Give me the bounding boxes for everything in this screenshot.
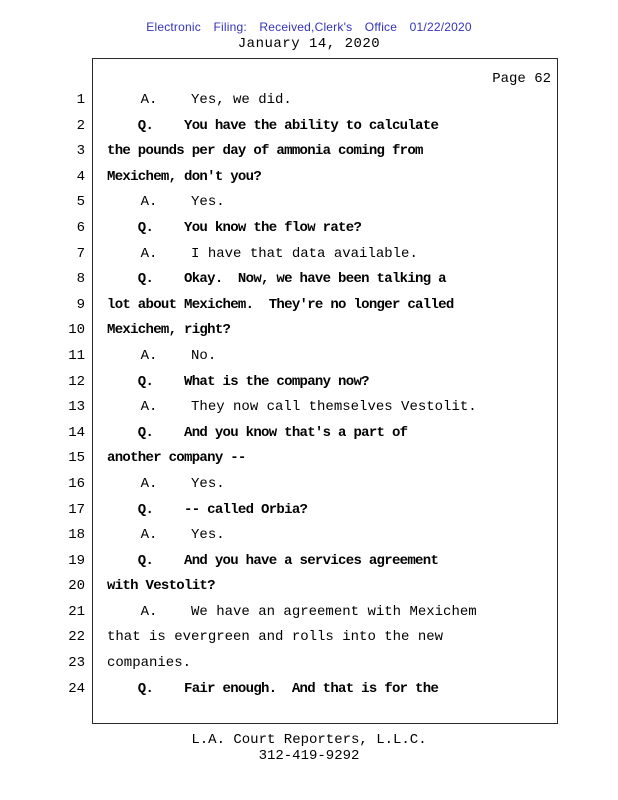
line-text: the pounds per day of ammonia coming fro… (107, 143, 423, 160)
page-number-label: Page 62 (492, 71, 551, 87)
line-number: 16 (68, 475, 85, 492)
line-number: 19 (68, 552, 85, 569)
transcript-line-row: 19 Q. And you have a services agreement (0, 549, 618, 575)
line-text: Mexichem, right? (107, 322, 231, 339)
line-text: companies. (107, 655, 192, 672)
line-text: Q. You know the flow rate? (107, 219, 362, 236)
line-text: another company -- (107, 450, 246, 467)
transcript-line-row: 11 A. No. (0, 344, 618, 370)
line-number: 23 (68, 655, 85, 672)
line-number: 13 (68, 399, 85, 416)
line-text: Q. And you know that's a part of (107, 424, 408, 441)
transcript-line-row: 21 A. We have an agreement with Mexichem (0, 600, 618, 626)
line-number: 2 (76, 117, 85, 134)
line-number: 8 (76, 271, 85, 288)
transcript-line-row: 2 Q. You have the ability to calculate (0, 114, 618, 140)
line-text: Q. You have the ability to calculate (107, 117, 439, 134)
court-reporter-name: L.A. Court Reporters, L.L.C. (191, 732, 427, 748)
line-number: 1 (76, 92, 85, 108)
transcript-line-row: 20 with Vestolit? (0, 574, 618, 600)
transcript-line-row: 12 Q. What is the company now? (0, 370, 618, 396)
line-number: 18 (68, 527, 85, 544)
line-text: Mexichem, don't you? (107, 168, 262, 185)
line-text: A. No. (107, 347, 217, 364)
transcript-line-row: 17 Q. -- called Orbia? (0, 498, 618, 524)
transcript-line-row: 16 A. Yes. (0, 472, 618, 498)
line-number: 3 (76, 143, 85, 160)
line-number: 17 (68, 501, 85, 518)
line-number: 5 (76, 194, 85, 211)
page-border-box: Page 62 (92, 58, 558, 724)
line-text: lot about Mexichem. They're no longer ca… (107, 296, 454, 313)
transcript-line-row: 9 lot about Mexichem. They're no longer c… (0, 293, 618, 319)
transcript-line-row: 22 that is evergreen and rolls into the n… (0, 625, 618, 651)
line-text: A. They now call themselves Vestolit. (107, 399, 477, 416)
court-reporter-phone: 312-419-9292 (258, 748, 360, 764)
line-text: Q. Fair enough. And that is for the (107, 680, 439, 697)
line-number: 14 (68, 424, 85, 441)
line-text: A. Yes, we did. (107, 92, 292, 108)
line-text: that is evergreen and rolls into the new (107, 629, 444, 646)
transcript-line-row: 15 another company -- (0, 446, 618, 472)
line-text: Q. What is the company now? (107, 373, 370, 390)
transcript-line-row: 18 A. Yes. (0, 523, 618, 549)
transcript-line-row: 8 Q. Okay. Now, we have been talking a (0, 267, 618, 293)
line-text: A. We have an agreement with Mexichem (107, 603, 477, 620)
transcript-line-row: 5 A. Yes. (0, 190, 618, 216)
electronic-filing-notice: Electronic Filing: Received,Clerk's Offi… (146, 20, 472, 34)
transcript-line-row: 6 Q. You know the flow rate? (0, 216, 618, 242)
line-text: A. Yes. (107, 475, 225, 492)
transcript-lines: 1 A. Yes, we did.2 Q. You have the abili… (0, 88, 618, 702)
line-text: A. I have that data available. (107, 245, 418, 262)
line-text: A. Yes. (107, 527, 225, 544)
transcript-line-row: 14 Q. And you know that's a part of (0, 421, 618, 447)
line-number: 15 (68, 450, 85, 467)
transcript-date: January 14, 2020 (237, 36, 381, 52)
transcript-line-row: 24 Q. Fair enough. And that is for the (0, 677, 618, 703)
line-text: Q. -- called Orbia? (107, 501, 308, 518)
line-number: 4 (76, 168, 85, 185)
transcript-line-row: 7 A. I have that data available. (0, 242, 618, 268)
line-text: A. Yes. (107, 194, 225, 211)
line-text: Q. And you have a services agreement (107, 552, 439, 569)
transcript-line-row: 10 Mexichem, right? (0, 318, 618, 344)
transcript-line-row: 3 the pounds per day of ammonia coming fr… (0, 139, 618, 165)
transcript-line-row: 1 A. Yes, we did. (0, 88, 618, 114)
line-number: 21 (68, 603, 85, 620)
line-number: 6 (76, 219, 85, 236)
line-text: with Vestolit? (107, 578, 216, 595)
line-number: 24 (68, 680, 85, 697)
transcript-line-row: 13 A. They now call themselves Vestolit. (0, 395, 618, 421)
line-number: 22 (68, 629, 85, 646)
line-number: 11 (68, 347, 85, 364)
line-number: 12 (68, 373, 85, 390)
line-number: 9 (76, 296, 85, 313)
transcript-line-row: 23 companies. (0, 651, 618, 677)
line-number: 10 (68, 322, 85, 339)
line-text: Q. Okay. Now, we have been talking a (107, 271, 447, 288)
line-number: 7 (76, 245, 85, 262)
transcript-line-row: 4 Mexichem, don't you? (0, 165, 618, 191)
line-number: 20 (68, 578, 85, 595)
